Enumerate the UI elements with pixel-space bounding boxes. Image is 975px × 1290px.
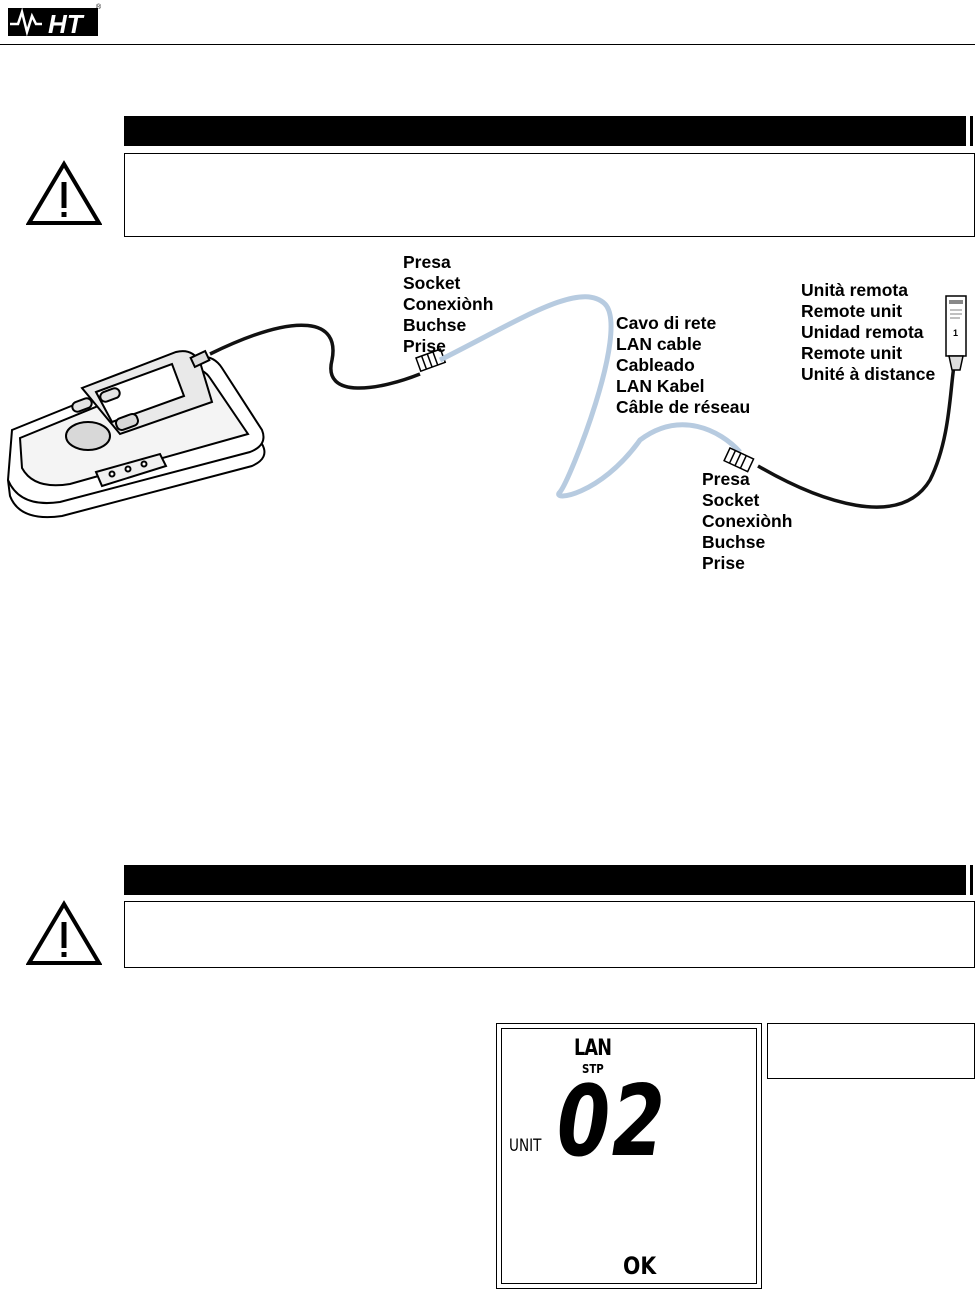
header-rule [0,44,975,45]
socket-label-es: Conexiònh [403,294,494,314]
cable-label-de: LAN Kabel [616,376,705,396]
lan-cable [438,294,742,499]
socket-label-fr: Prise [403,336,446,356]
lcd-unit-label: UNIT [509,1136,542,1156]
warning-box-2 [124,901,975,968]
remote-label-it: Unità remota [801,280,908,300]
lcd-unit-number: 02 [557,1065,667,1179]
socket-label-bottom-de: Buchse [702,532,766,552]
connector-bottom [723,447,755,473]
socket-label-en: Socket [403,273,461,293]
socket-label-bottom-fr: Prise [702,553,745,573]
lcd-mode-sub: STP [582,1062,604,1076]
warning-triangle-icon [26,160,102,225]
black-cable-left [209,323,421,390]
remote-unit-number: 1 [953,328,958,338]
ht-logo: HT ® [8,3,102,38]
cable-label-es: Cableado [616,355,695,375]
lcd-status: OK [623,1252,657,1280]
warning-bar-2 [124,865,966,895]
socket-label-it: Presa [403,252,451,272]
warning-triangle-icon-2 [26,900,102,965]
warning-bar-1-end [970,116,973,146]
logo-text: HT [48,9,85,38]
socket-label-bottom-it: Presa [702,469,750,489]
cable-label-fr: Câble de réseau [616,397,751,417]
cable-label-en: LAN cable [616,334,702,354]
remote-label-en: Remote unit [801,301,903,321]
cable-label-it: Cavo di rete [616,313,717,333]
remote-label-fr: Unité à distance [801,364,936,384]
lcd-inner-frame [501,1028,757,1284]
warning-box-1 [124,153,975,237]
socket-labels-bottom: Presa Socket Conexiònh Buchse Prise [702,469,792,574]
warning-bar-2-end [970,865,973,895]
connection-diagram: 1 [6,294,967,519]
socket-labels-top: Presa Socket Conexiònh Buchse Prise [403,252,493,357]
tester-device [6,349,266,519]
logo-registered: ® [96,3,102,11]
socket-label-bottom-es: Conexiònh [702,511,793,531]
remote-unit: 1 [945,295,967,371]
remote-label-es: Unidad remota [801,322,924,342]
remote-labels: Unità remota Remote unit Unidad remota R… [801,280,935,385]
lcd-display: LAN STP UNIT 02 OK [496,1023,762,1289]
remote-label-de: Remote unit [801,343,903,363]
warning-bar-1 [124,116,966,146]
black-cable-right [757,365,956,509]
cable-labels: Cavo di rete LAN cable Cableado LAN Kabe… [616,313,750,418]
socket-label-de: Buchse [403,315,467,335]
lcd-mode-top: LAN [574,1036,612,1061]
socket-label-bottom-en: Socket [702,490,760,510]
side-note-box [767,1023,975,1079]
connector-top [415,348,447,373]
